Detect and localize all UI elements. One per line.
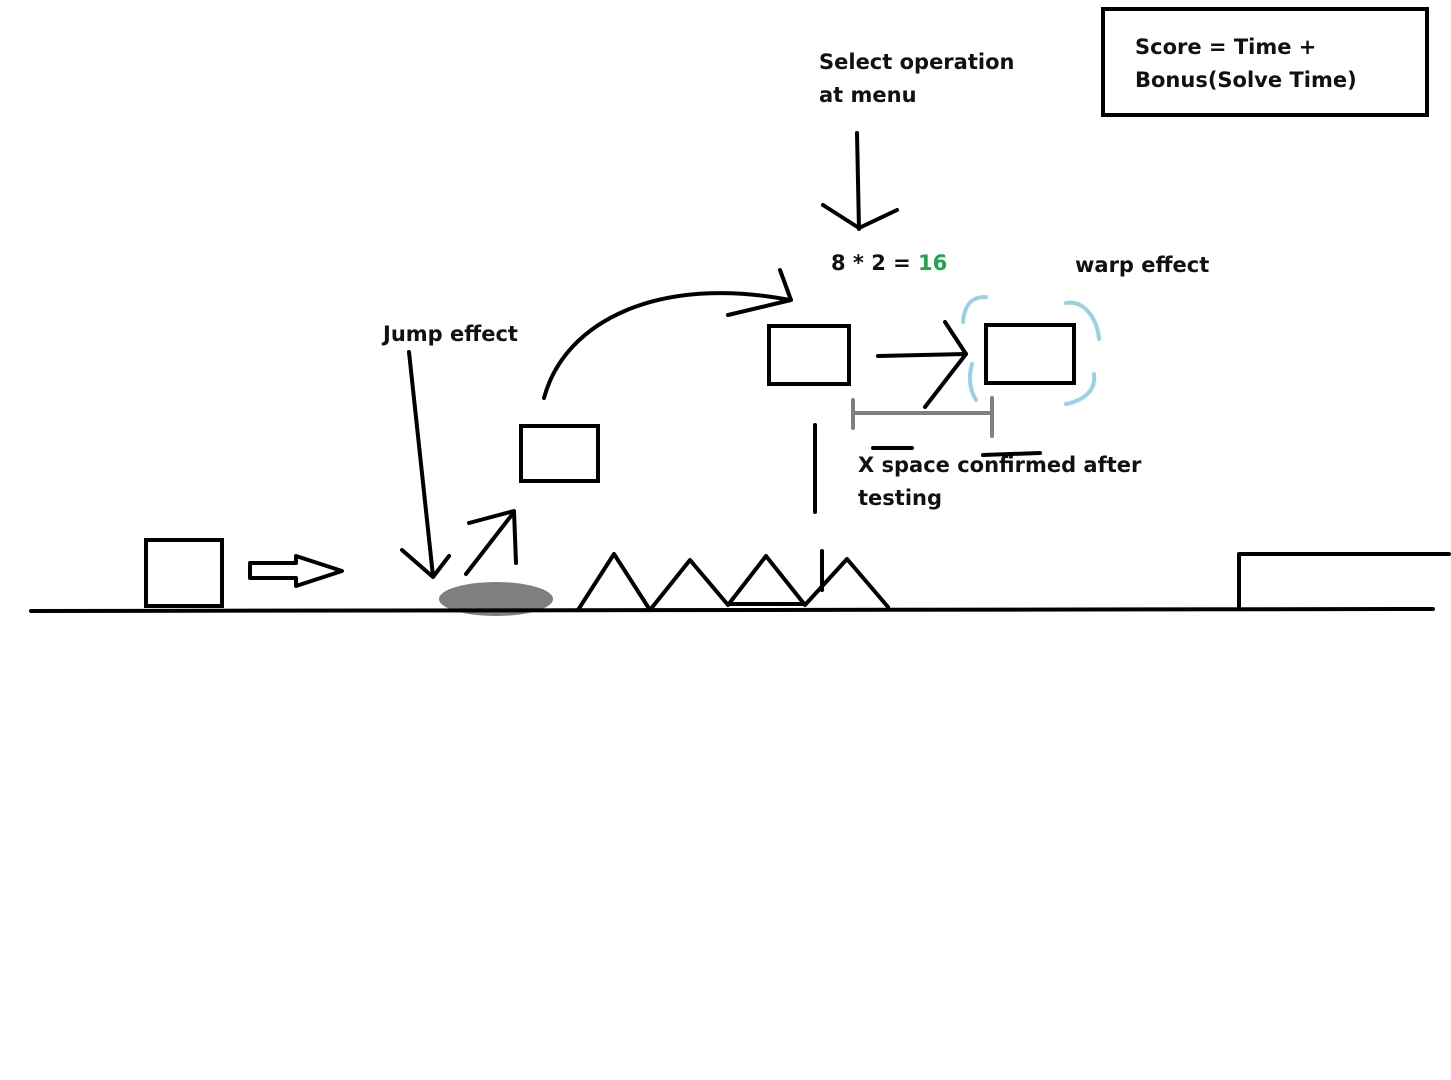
warp-effect-label: warp effect (1075, 253, 1209, 277)
x-space-measure (853, 398, 992, 436)
ground-line (31, 609, 1433, 611)
player-block-start (146, 540, 222, 606)
score-box (1103, 9, 1427, 115)
select-operation-label-line1: Select operation (819, 50, 1014, 74)
select-operation-arrow (823, 133, 897, 229)
move-right-arrow (250, 556, 342, 586)
player-block-jump (521, 426, 598, 481)
jump-effect-arrow (402, 352, 449, 577)
equation-answer: 16 (918, 251, 947, 275)
score-formula-line2: Bonus(Solve Time) (1135, 68, 1357, 92)
jump-effect-label: Jump effect (381, 322, 518, 346)
jump-up-arrow (466, 511, 516, 574)
x-space-underline-2 (983, 453, 1040, 455)
jump-arc-arrow (544, 270, 791, 398)
x-space-label-line2: testing (858, 486, 942, 510)
equation-left: 8 * 2 = (831, 251, 918, 275)
select-operation-label-line2: at menu (819, 83, 917, 107)
player-block-warped (986, 325, 1074, 383)
equation: 8 * 2 = 16 (831, 251, 947, 275)
end-platform (1239, 554, 1449, 609)
spikes (578, 554, 888, 610)
score-formula-line1: Score = Time + (1135, 35, 1316, 59)
x-space-label-line1: X space confirmed after (858, 453, 1142, 477)
warp-effect-glow (963, 297, 1099, 404)
warp-arrow (878, 322, 966, 407)
player-block-air (769, 326, 849, 384)
